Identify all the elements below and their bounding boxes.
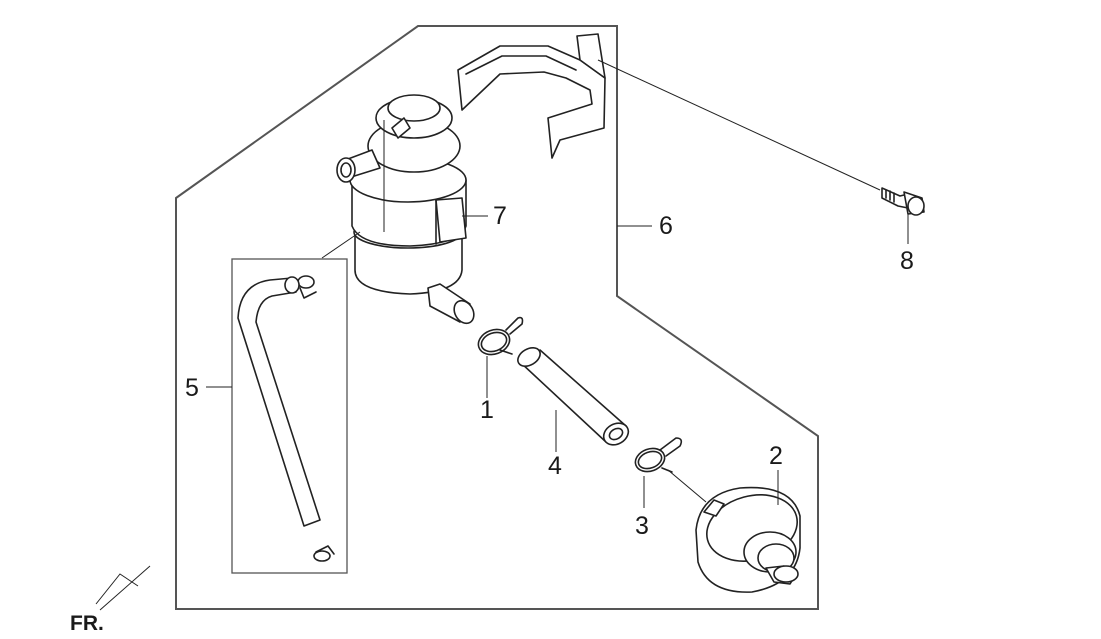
front-direction-label: FR. xyxy=(70,612,104,635)
leader-bolt-to-bracket xyxy=(597,59,881,191)
assembly-boundary xyxy=(175,25,819,610)
filter-cap xyxy=(695,486,801,593)
callout-7: 7 xyxy=(493,202,507,230)
leader-clamp3-to-filter xyxy=(667,469,707,503)
callout-6: 6 xyxy=(659,212,673,240)
callout-5: 5 xyxy=(185,374,199,402)
flange-bolt xyxy=(881,187,925,216)
leader-hose-to-housing xyxy=(321,231,361,259)
connecting-tube xyxy=(517,347,630,446)
breather-hose xyxy=(237,276,321,527)
breather-housing xyxy=(336,94,475,325)
leader-lines xyxy=(206,59,909,508)
small-clamp-bottom xyxy=(313,545,335,562)
clamp-1 xyxy=(477,316,524,356)
callout-8: 8 xyxy=(900,247,914,275)
hose-group-box xyxy=(231,258,348,574)
front-direction-arrow xyxy=(95,565,151,611)
callout-3: 3 xyxy=(635,512,649,540)
callout-2: 2 xyxy=(769,442,783,470)
callout-4: 4 xyxy=(548,452,562,480)
clamp-3 xyxy=(634,437,683,473)
bracket xyxy=(457,33,606,159)
callout-1: 1 xyxy=(480,396,494,424)
small-clamp-top xyxy=(297,275,317,299)
